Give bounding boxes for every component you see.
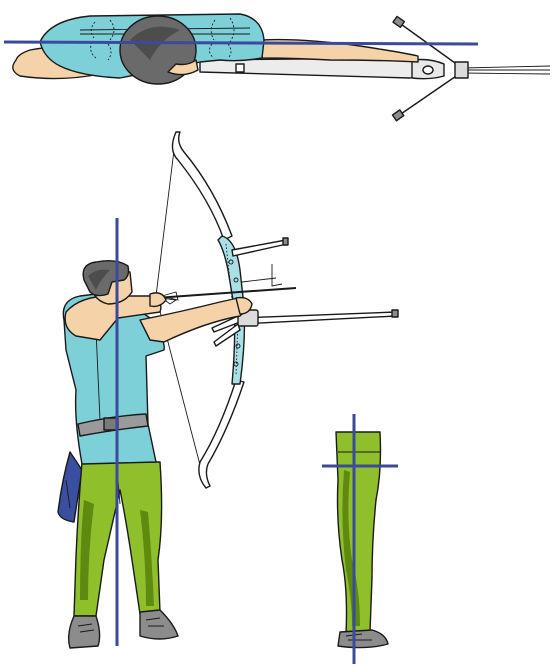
shoulder-alignment-guide-top	[4, 42, 478, 44]
archer-top-view	[4, 14, 550, 121]
shoes-side-view	[69, 610, 178, 648]
leg-stance-detail	[322, 414, 398, 664]
